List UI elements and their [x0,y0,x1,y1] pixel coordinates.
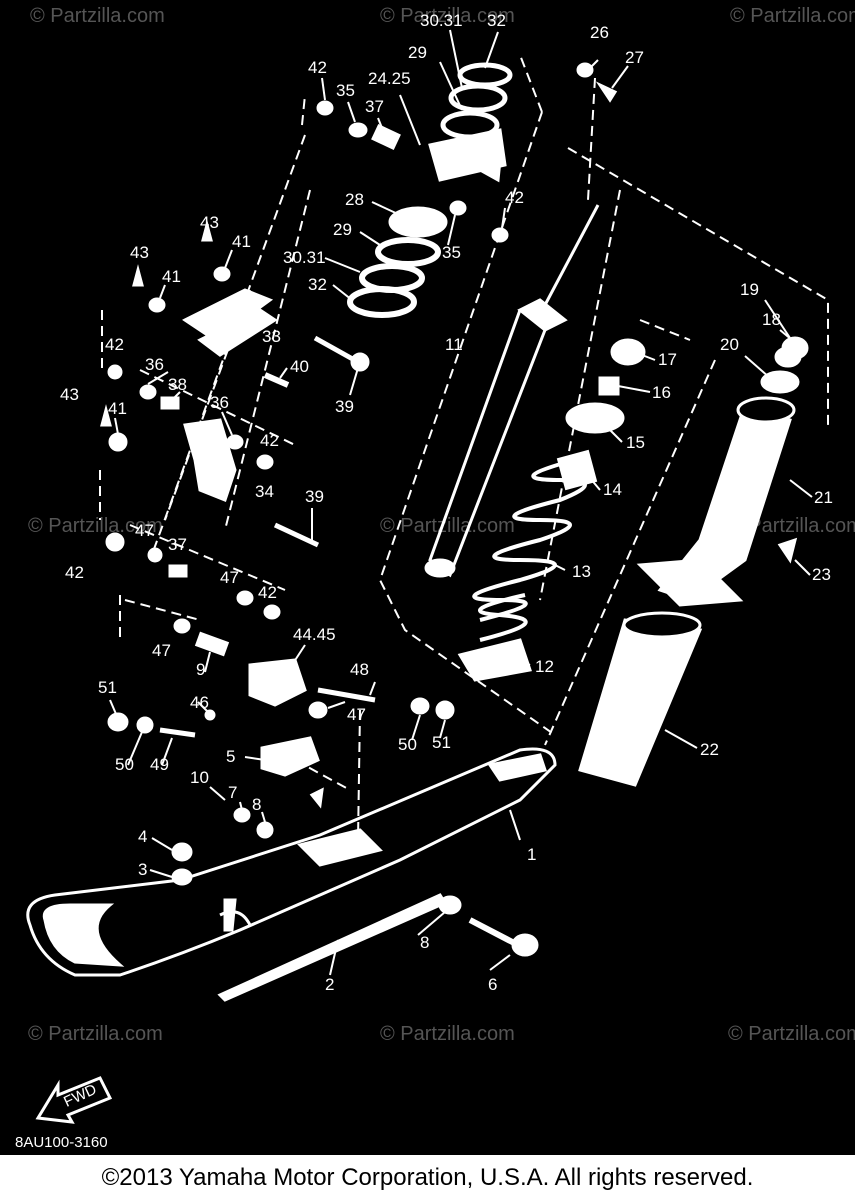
callout-6: 6 [488,975,497,994]
ski [26,747,557,1002]
callout-3: 3 [138,860,147,879]
callout-17: 17 [658,350,677,369]
callout-39: 39 [335,397,354,416]
callout-42: 42 [105,335,124,354]
callout-30-31: 30.31 [420,11,463,30]
watermark: © Partzilla.com [730,5,855,27]
callout-28: 28 [345,190,364,209]
callout-41: 41 [162,267,181,286]
callout-42: 42 [258,583,277,602]
linkage-parts [100,219,539,957]
upper-mount-parts [316,62,618,318]
leader-lines [109,29,813,976]
callout-42: 42 [505,188,524,207]
watermark: © Partzilla.com [728,1023,855,1045]
callout-33: 33 [262,327,281,346]
watermark: © Partzilla.com [380,5,515,27]
callout-41: 41 [232,232,251,251]
callout-19: 19 [740,280,759,299]
callout-42: 42 [308,58,327,77]
watermark: © Partzilla.com [380,1023,515,1045]
callout-39: 39 [305,487,324,506]
callout-26: 26 [590,23,609,42]
callout-44-45: 44.45 [293,625,336,644]
callout-42: 42 [260,431,279,450]
callout-35: 35 [442,243,461,262]
callout-4: 4 [138,827,147,846]
callout-22: 22 [700,740,719,759]
callout-32: 32 [487,11,506,30]
callout-35: 35 [336,81,355,100]
callout-7: 7 [228,783,237,802]
callout-13: 13 [572,562,591,581]
watermark: © Partzilla.com [28,515,163,537]
parts-diagram: © Partzilla.com © Partzilla.com © Partzi… [15,5,855,1151]
callout-27: 27 [625,48,644,67]
callout-16: 16 [652,383,671,402]
callout-36: 36 [145,355,164,374]
watermarks: © Partzilla.com © Partzilla.com © Partzi… [28,5,855,1045]
callout-47: 47 [347,705,366,724]
watermark: © Partzilla.com [30,5,165,27]
callout-49: 49 [150,755,169,774]
drawing-code: 8AU100-3160 [15,1134,108,1151]
callout-48: 48 [350,660,369,679]
callout-10: 10 [190,768,209,787]
exploded-view-drawing: © Partzilla.com © Partzilla.com © Partzi… [15,5,855,1151]
callout-11: 11 [445,335,463,354]
callout-47: 47 [135,521,154,540]
watermark: © Partzilla.com [28,1023,163,1045]
callout-1: 1 [527,845,536,864]
callout-41: 41 [108,399,127,418]
callout-37: 37 [168,535,187,554]
callouts: 1 2 3 4 5 6 7 8 8 9 10 11 12 13 14 15 16… [60,11,833,994]
callout-36: 36 [210,393,229,412]
callout-42: 42 [65,563,84,582]
callout-50: 50 [398,735,417,754]
callout-47: 47 [220,568,239,587]
fwd-arrow-icon: FWD [35,1076,113,1124]
callout-18: 18 [762,310,781,329]
callout-51: 51 [98,678,117,697]
callout-24-25: 24.25 [368,69,411,88]
callout-32: 32 [308,275,327,294]
shock-assembly [424,204,809,787]
callout-30-31: 30.31 [283,248,326,267]
callout-37: 37 [365,97,384,116]
callout-51: 51 [432,733,451,752]
callout-34: 34 [255,482,274,501]
callout-2: 2 [325,975,334,994]
callout-43: 43 [200,213,219,232]
callout-29: 29 [408,43,427,62]
footer: ©2013 Yamaha Motor Corporation, U.S.A. A… [0,1155,855,1200]
copyright-text: ©2013 Yamaha Motor Corporation, U.S.A. A… [101,1164,754,1191]
callout-47: 47 [152,641,171,660]
callout-8: 8 [252,795,261,814]
callout-21: 21 [814,488,833,507]
callout-38: 38 [168,375,187,394]
callout-15: 15 [626,433,645,452]
callout-12: 12 [535,657,554,676]
callout-8: 8 [420,933,429,952]
watermark: © Partzilla.com [380,515,515,537]
callout-9: 9 [196,660,205,679]
callout-14: 14 [603,480,622,499]
callout-43: 43 [60,385,79,404]
callout-43: 43 [130,243,149,262]
callout-23: 23 [812,565,831,584]
callout-29: 29 [333,220,352,239]
callout-20: 20 [720,335,739,354]
callout-40: 40 [290,357,309,376]
callout-5: 5 [226,747,235,766]
watermark: © Partzilla.com [728,515,855,537]
